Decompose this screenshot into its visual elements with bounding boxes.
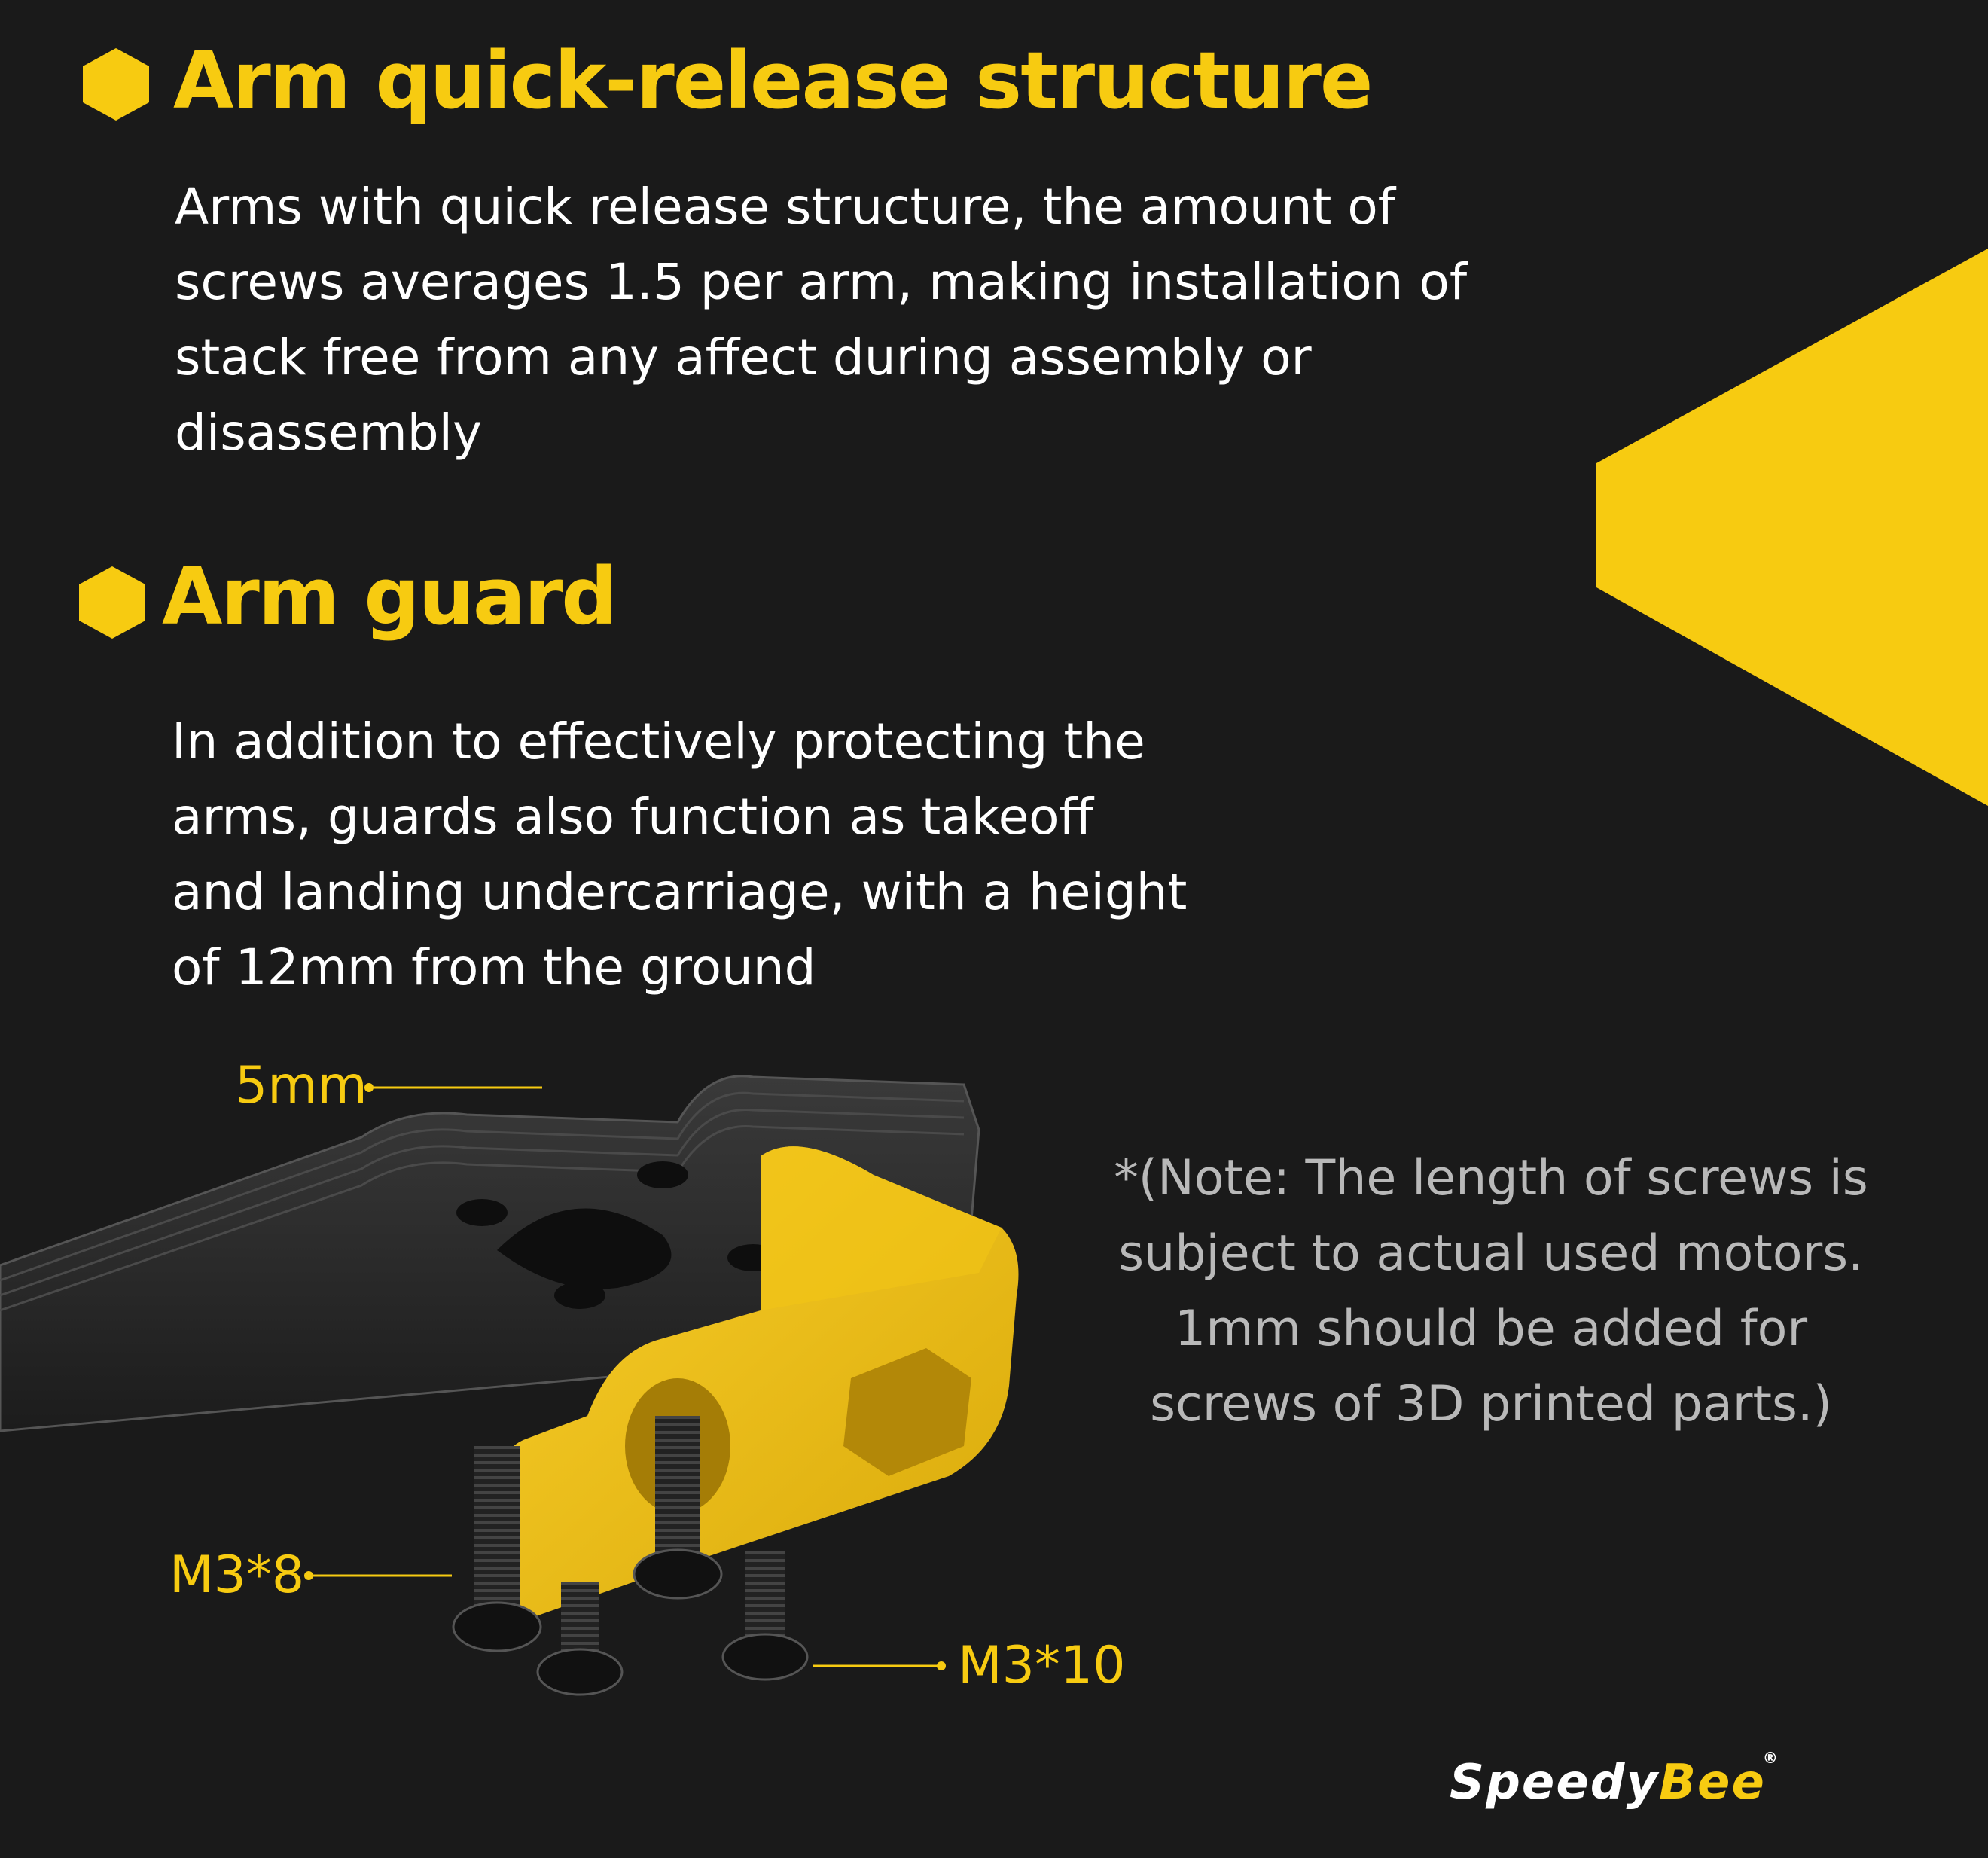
note-line: screws of 3D printed parts.) [1150,1376,1832,1432]
note-line: *(Note: The length of screws is [1114,1150,1868,1207]
logo-part1: Speedy [1450,1755,1660,1811]
section2-line: arms, guards also function as takeoff [172,788,1094,846]
thickness-label: 5mm [235,1056,367,1115]
plate-hole [637,1161,688,1188]
plate-hole [456,1199,508,1226]
section2-title: Arm guard [162,551,617,642]
guard-shading [761,1146,1002,1310]
note-line: 1mm should be added for [1174,1301,1808,1357]
arm-guard-illustration [0,1075,1019,1696]
hexagon-bullet-icon [83,48,149,121]
arm-layer-line [0,1109,965,1297]
speedybee-logo: SpeedyBee ® [1450,1749,1778,1811]
section2-line: and landing undercarriage, with a height [172,863,1188,921]
section1-line: screws averages 1.5 per arm, making inst… [175,253,1468,311]
section1-line: stack free from any affect during assemb… [175,328,1312,386]
section1-title: Arm quick-release structure [173,35,1373,127]
screw-short-label: M3*8 [169,1545,305,1605]
screw-length-note: *(Note: The length of screws is subject … [1107,1141,1875,1442]
section2-description: In addition to effectively protecting th… [172,704,1187,1005]
arm-layer-line [0,1091,965,1282]
screw-long-label: M3*10 [958,1636,1126,1695]
guard-hex-cutout [843,1348,971,1476]
logo-part2: Bee [1659,1755,1766,1811]
screw-lower-left [536,1582,624,1696]
section2-line: In addition to effectively protecting th… [172,712,1145,770]
yellow-triangle-decoration [1596,249,1988,806]
screw-m3x8-center [633,1416,723,1600]
plate-cutout [497,1208,672,1289]
arm-layer-line [0,1125,965,1312]
hexagon-bullet-icon [79,566,145,639]
screw-m3x10 [721,1551,809,1681]
section2-line: of 12mm from the ground [172,938,816,996]
screw-m3x8-left [452,1446,542,1652]
section1-line: disassembly [175,404,483,462]
section1-description: Arms with quick release structure, the a… [175,169,1467,471]
section1-line: Arms with quick release structure, the a… [175,178,1395,236]
registered-mark: ® [1762,1749,1779,1767]
note-line: subject to actual used motors. [1118,1225,1864,1282]
